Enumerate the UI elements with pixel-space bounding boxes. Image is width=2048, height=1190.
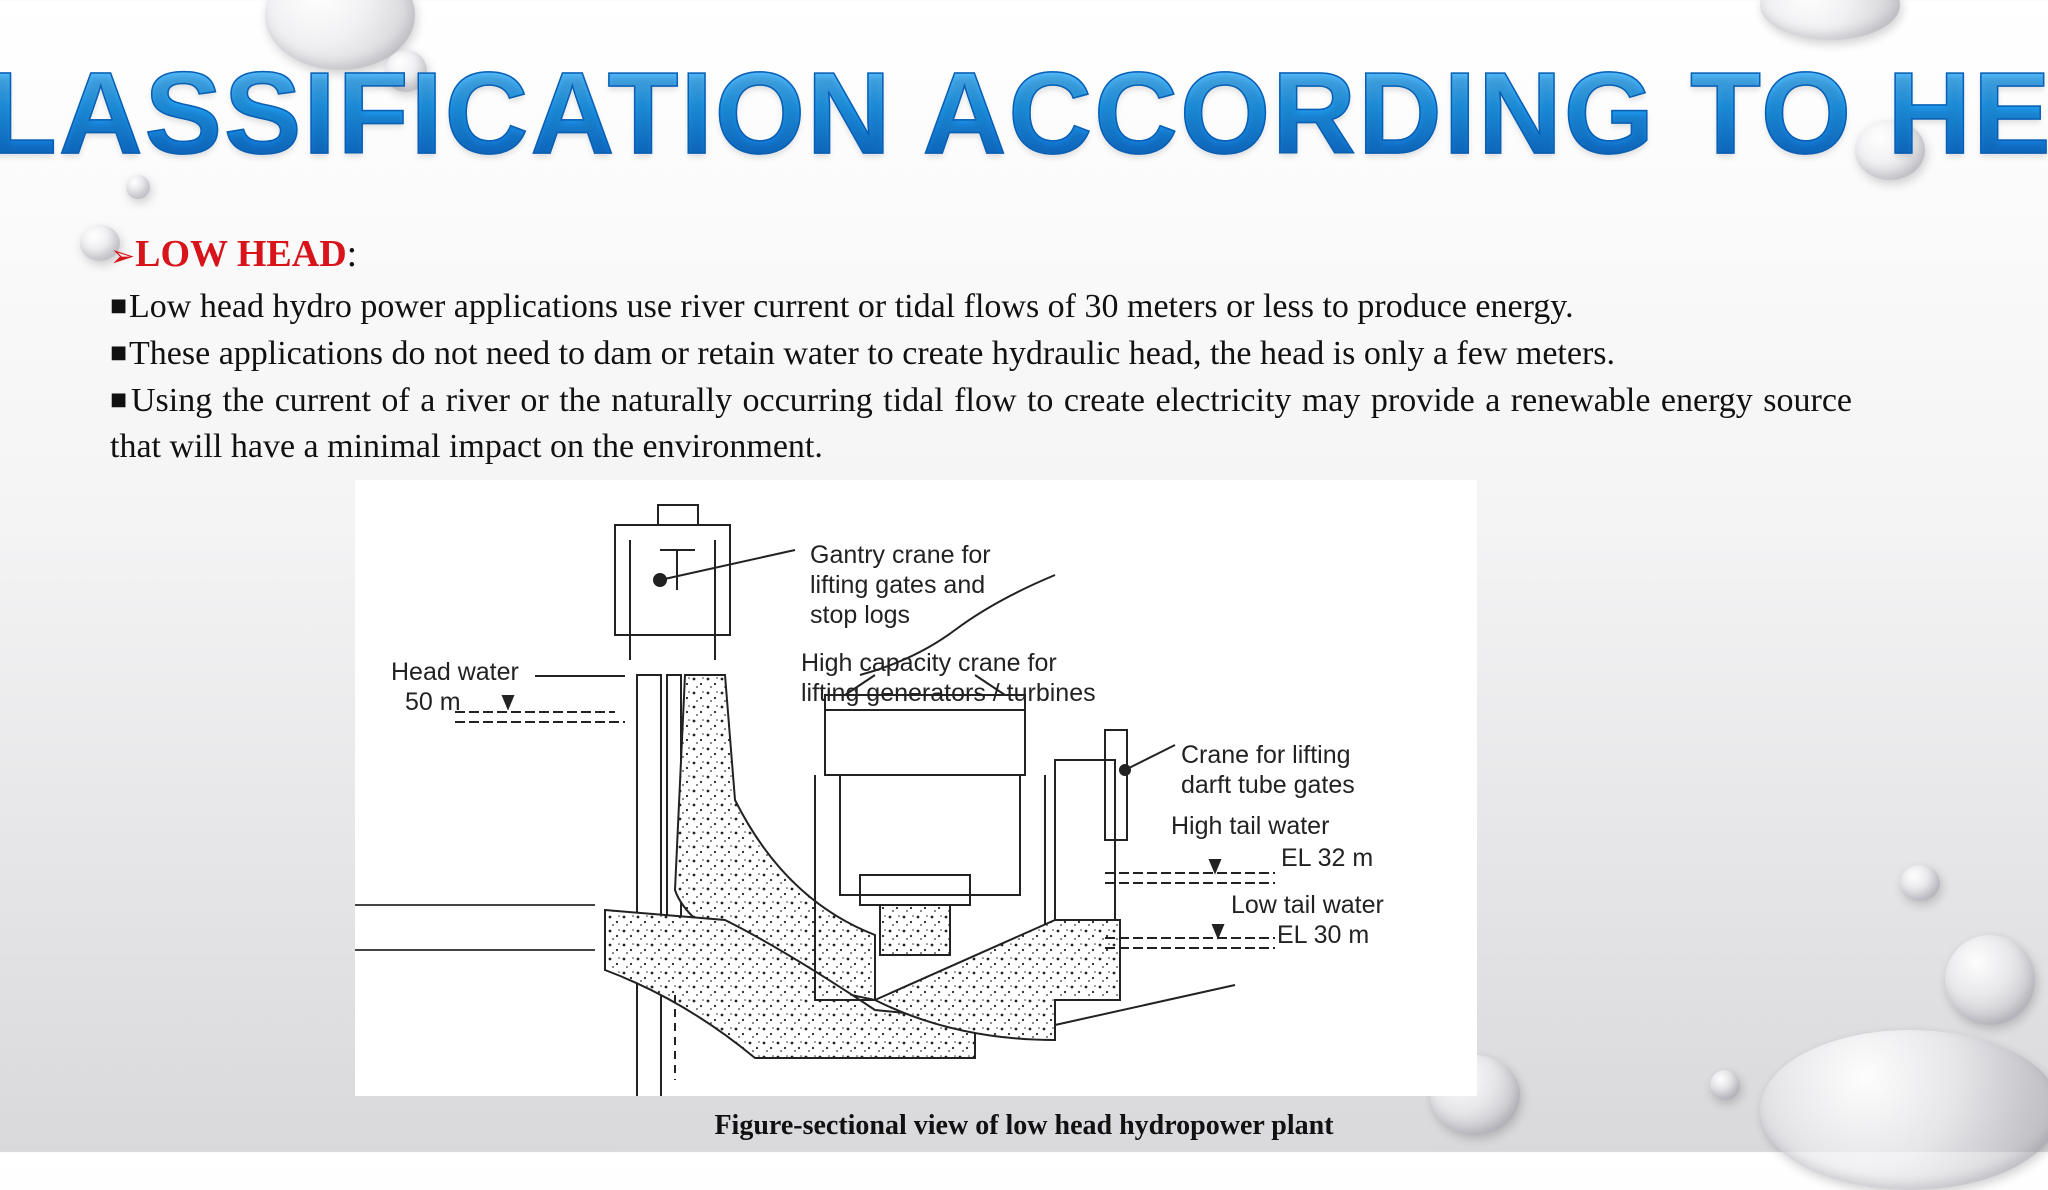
bullet-item: ■These applications do not need to dam o… [110, 330, 1852, 377]
high-capacity-crane-label-line2: lifting generators / turbines [801, 679, 1096, 707]
high-tail-water-level: EL 32 m [1281, 844, 1373, 872]
bullet-text: Low head hydro power applications use ri… [129, 288, 1574, 325]
square-bullet-icon: ■ [110, 342, 128, 363]
heading-label: LOW HEAD [135, 233, 347, 275]
slide-title: LASSIFICATION ACCORDING TO HEA [0, 54, 2048, 172]
draft-tube-crane-label-line2: darft tube gates [1181, 771, 1355, 799]
hydropower-section-figure: Gantry crane for lifting gates and stop … [355, 480, 1477, 1096]
draft-tube-gate-crane [1104, 729, 1128, 841]
bullet-item: ■Using the current of a river or the nat… [110, 377, 1852, 470]
square-bullet-icon: ■ [110, 295, 128, 316]
high-capacity-crane [824, 694, 1026, 776]
bullet-item: ■Low head hydro power applications use r… [110, 283, 1852, 330]
water-drop-decoration [1760, 0, 1900, 40]
water-drop-decoration [1710, 1070, 1740, 1100]
bullet-text: Using the current of a river or the natu… [110, 382, 1852, 465]
low-tail-water-level: EL 30 m [1277, 921, 1369, 949]
section-heading: ➢LOW HEAD: [110, 232, 1852, 279]
water-drop-decoration [126, 175, 150, 199]
gantry-crane-label-line1: Gantry crane for [810, 541, 991, 569]
draft-tube-crane-label-line1: Crane for lifting [1181, 741, 1351, 769]
water-drop-decoration [1900, 865, 1940, 901]
water-drop-decoration [385, 50, 427, 92]
square-bullet-icon: ■ [110, 389, 129, 410]
high-capacity-crane-label-line1: High capacity crane for [801, 649, 1057, 677]
gantry-crane-label-line3: stop logs [810, 601, 910, 629]
high-tail-water-label: High tail water [1171, 812, 1329, 840]
intake-tower [614, 524, 731, 636]
figure-caption: Figure-sectional view of low head hydrop… [714, 1110, 1334, 1141]
head-water-label: Head water [391, 658, 519, 686]
heading-colon: : [346, 233, 358, 275]
slide-body: ➢LOW HEAD: ■Low head hydro power applica… [110, 232, 1852, 470]
head-water-level: 50 m [405, 688, 461, 716]
generator-hall [839, 774, 1021, 896]
arrow-bullet-icon: ➢ [110, 239, 136, 274]
gantry-crane-label-line2: lifting gates and [810, 571, 985, 599]
water-drop-decoration [1945, 935, 2035, 1025]
water-drop-decoration [1855, 120, 1925, 180]
bullet-text: These applications do not need to dam or… [129, 335, 1616, 372]
low-tail-water-label: Low tail water [1231, 891, 1384, 919]
plant-section-diagram: Gantry crane for lifting gates and stop … [355, 504, 1384, 1096]
water-drop-decoration [80, 225, 120, 261]
